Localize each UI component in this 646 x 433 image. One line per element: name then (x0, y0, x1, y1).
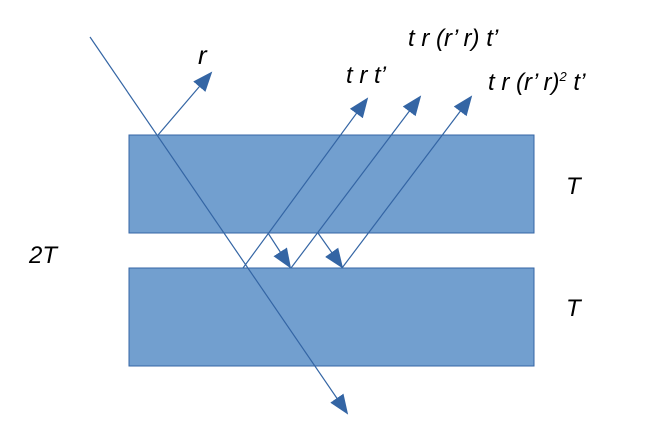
gap-reflection-2 (317, 232, 344, 269)
label-t-r-t: t r t’ (346, 62, 386, 89)
top-slab (128, 134, 535, 234)
label-t-r-rr2-exponent: 2 (559, 69, 567, 84)
reflected-ray-r (157, 71, 213, 136)
incident-ray (89, 36, 349, 415)
label-t-r-rr2-prefix: t r (r’ r) (488, 69, 560, 96)
bottom-slab (128, 267, 535, 367)
label-t-r-rr-t: t r (r’ r) t’ (408, 25, 499, 52)
label-r: r (198, 40, 207, 70)
emerging-ray-3 (341, 95, 473, 269)
emerging-ray-2 (290, 95, 422, 269)
gap-reflection-1 (267, 232, 292, 269)
label-top-slab-t: T (566, 173, 581, 200)
label-bottom-slab-t: T (566, 295, 581, 322)
label-gap-2t: 2T (29, 242, 58, 269)
label-t-r-rr2-suffix: t’ (566, 69, 586, 96)
emerging-ray-1 (242, 97, 369, 269)
label-t-r-rr2-t: t r (r’ r)2 t’ (488, 69, 586, 96)
